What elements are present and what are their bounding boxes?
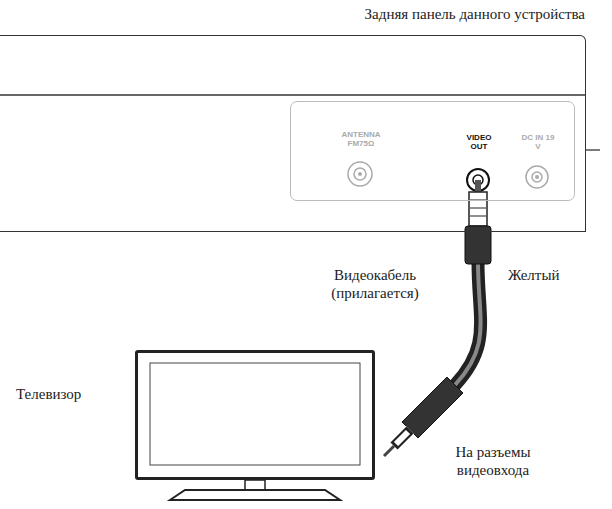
color-label: Желтый xyxy=(508,266,588,284)
jack-label: DC IN 19 V xyxy=(521,134,555,152)
jack-label: ANTENNA FM75Ω xyxy=(337,131,385,149)
panel-edge xyxy=(0,94,586,95)
target-label: На разъемы видеовхода xyxy=(428,443,558,479)
tv-screen: Телевизор xyxy=(135,350,375,480)
antenna-jack xyxy=(348,162,372,186)
device-rear-panel: Задняя панель данного устройстваANTENNA … xyxy=(0,35,586,232)
dc-jack xyxy=(526,166,548,188)
jack-label: VIDEO OUT xyxy=(459,134,499,152)
panel-tick xyxy=(586,149,600,150)
connector-plate: ANTENNA FM75Ω VIDEO OUT DC IN 19 V xyxy=(290,101,575,201)
tv-heading: Телевизор xyxy=(16,385,126,403)
cable-label: Видеокабель (прилагается) xyxy=(300,266,450,302)
video-cable xyxy=(384,180,491,456)
panel-heading: Задняя панель данного устройства xyxy=(255,5,585,23)
